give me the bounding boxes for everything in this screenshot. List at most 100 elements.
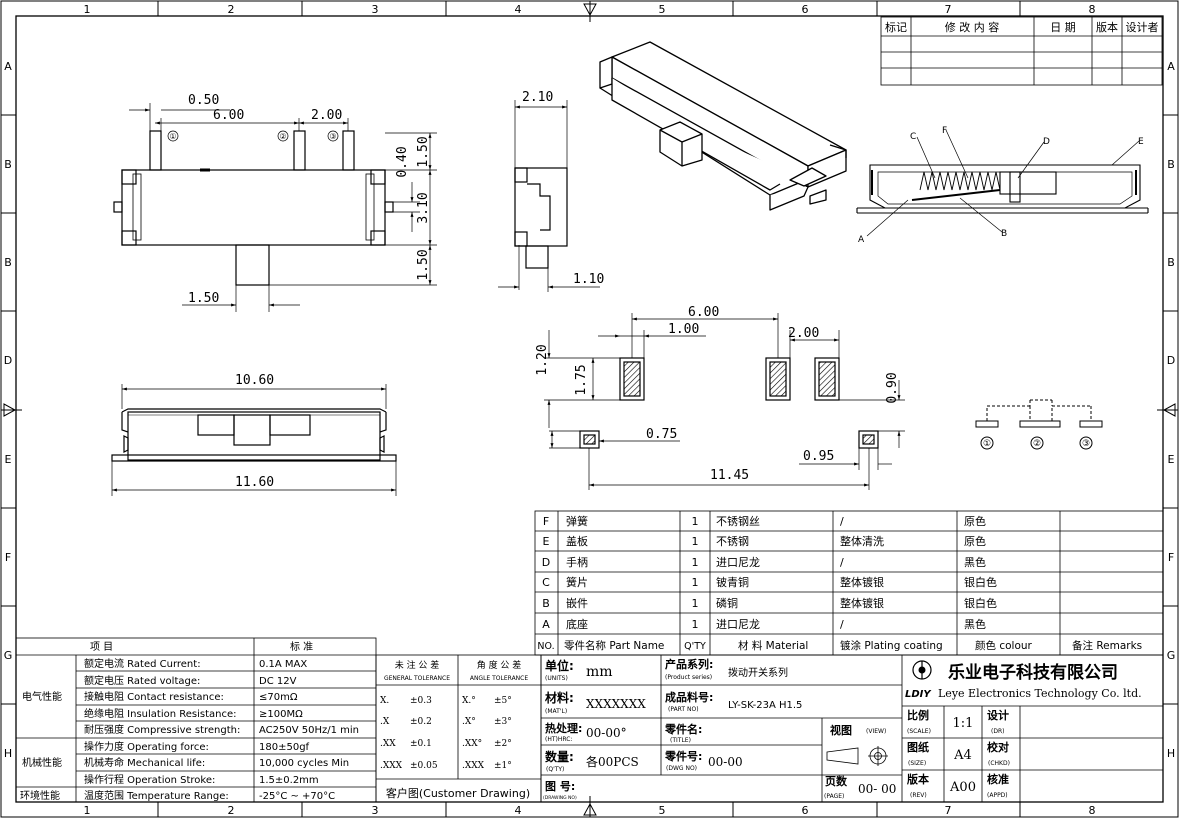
approve-label: 核准 <box>987 772 1009 786</box>
row-label: A <box>4 60 12 73</box>
units-value: mm <box>586 664 613 680</box>
col-label: 6 <box>802 3 809 16</box>
spec-row: 机械寿命 Mechanical life:10,000 cycles Min <box>84 756 349 769</box>
col-label: 4 <box>515 3 522 16</box>
bom-name: 盖板 <box>566 534 588 548</box>
company-logo <box>912 660 932 680</box>
bom-color: 银白色 <box>964 596 997 610</box>
pin-label: ① <box>983 439 991 449</box>
bom-header-part: 零件名称 Part Name <box>564 639 664 652</box>
bom-plating: / <box>840 556 844 569</box>
spec-label: 操作行程 Operation Stroke: <box>84 773 215 786</box>
bom-color: 原色 <box>964 514 986 528</box>
col-label: 7 <box>945 3 952 16</box>
dim-label: 1.20 <box>535 344 550 375</box>
footprint-dimensions <box>544 313 905 490</box>
tol-val: ±1° <box>494 761 512 771</box>
col-label: 2 <box>228 804 235 817</box>
bom-qty: 1 <box>692 535 699 548</box>
front-view-labels: 10.60 11.60 <box>235 373 274 490</box>
approve-label-en: (APPD) <box>987 792 1008 799</box>
col-label: 3 <box>372 804 379 817</box>
dim-label: 1.50 <box>416 136 431 167</box>
design-label: 设计 <box>987 708 1009 722</box>
dwg-label-en: (DWG NO) <box>666 765 697 772</box>
bom-plating: 整体清洗 <box>840 534 884 548</box>
material-label: 材料: <box>544 690 574 705</box>
dim-label: 0.50 <box>188 93 219 108</box>
bom-row: C 簧片 1 铍青铜 整体镀银 银白色 <box>542 575 997 589</box>
spec-value: AC250V 50Hz/1 min <box>259 725 359 736</box>
bom-color: 黑色 <box>964 555 986 569</box>
pin-numbers: ① ② ③ <box>169 132 336 141</box>
dim-label: 0.75 <box>646 427 677 442</box>
callout-label: B <box>1001 229 1007 239</box>
part-no-label: 成品料号: <box>665 690 713 704</box>
rev-value: A00 <box>949 780 976 795</box>
callout-label: E <box>1138 137 1144 147</box>
dim-label: 1.10 <box>573 272 604 287</box>
heat-label: 热处理: <box>545 721 582 735</box>
bom-qty: 1 <box>692 515 699 528</box>
isometric-view <box>599 41 847 211</box>
spec-value: ≤70mΩ <box>259 692 298 703</box>
dim-label: 11.60 <box>235 475 274 490</box>
tol-val: ±0.05 <box>410 761 438 771</box>
callout-label: F <box>942 126 947 136</box>
projection-symbol <box>826 746 888 766</box>
spec-value: 10,000 cycles Min <box>259 758 349 769</box>
spec-label: 绝缘电阻 Insulation Resistance: <box>84 707 237 720</box>
bom-plating: 整体镀银 <box>840 575 884 589</box>
part-no-value: LY-SK-23A H1.5 <box>728 700 802 711</box>
row-label: B <box>4 158 12 171</box>
title-block: 单位: (UNITS) mm 产品系列: (Product series) 拨动… <box>543 657 1142 801</box>
tol-val: ±0.2 <box>410 717 432 727</box>
check-label-en: (CHKD) <box>988 760 1010 767</box>
pin-label: ② <box>279 132 286 141</box>
bom-header-material: 材 料 Material <box>738 639 808 652</box>
spec-row: 额定电流 Rated Current:0.1A MAX <box>84 657 307 670</box>
spec-label: 额定电压 Rated voltage: <box>84 674 200 687</box>
spec-label: 接触电阻 Contact resistance: <box>84 690 224 703</box>
company-name-cn: 乐业电子科技有限公司 <box>948 662 1118 683</box>
col-label: 6 <box>802 804 809 817</box>
company-name-en: Leye Electronics Technology Co. ltd. <box>938 687 1142 700</box>
spec-label: 耐压强度 Compressive strength: <box>84 723 240 736</box>
material-value: XXXXXXX <box>586 697 646 711</box>
dim-label: 6.00 <box>213 108 244 123</box>
tol-key: .X° <box>462 717 476 727</box>
scale-label-en: (SCALE) <box>907 728 931 735</box>
bom-name: 手柄 <box>566 555 588 569</box>
bom-qty: 1 <box>692 576 699 589</box>
footprint-labels: 6.00 1.00 2.00 1.20 1.75 0.90 0.75 0.95 … <box>535 305 900 483</box>
title-label: 零件名: <box>664 722 702 736</box>
row-label: H <box>4 747 12 760</box>
schematic-labels: ① ② ③ <box>983 439 1090 449</box>
row-label: H <box>1167 747 1175 760</box>
spec-row: 耐压强度 Compressive strength: AC250V 50Hz/1 … <box>84 723 359 736</box>
bom-header-plating: 镀涂 Plating coating <box>840 639 943 652</box>
spec-label: 操作力度 Operating force: <box>84 740 209 753</box>
specs-table: 项 目 标 准 电气性能 机械性能 环境性能 额定电流 Rated Curren… <box>20 641 359 802</box>
dim-label: 11.45 <box>710 468 749 483</box>
tol-angle-en: ANGLE TOLERANCE <box>470 675 529 682</box>
dim-label: 0.40 <box>395 146 410 177</box>
bom-name: 簧片 <box>566 575 588 589</box>
bom-row: A 底座 1 进口尼龙 / 黑色 <box>542 617 986 631</box>
bom-row: E 盖板 1 不锈钢 整体清洗 原色 <box>543 534 986 548</box>
bom-material: 进口尼龙 <box>716 618 760 631</box>
rev-label-en: (REV) <box>910 792 927 799</box>
spec-value: 1.5±0.2mm <box>259 775 319 786</box>
design-label-en: (DR) <box>991 728 1004 735</box>
dwg-value: 00-00 <box>708 755 743 769</box>
specs-group: 环境性能 <box>20 789 60 802</box>
customer-drawing: 客户图(Customer Drawing) <box>386 786 530 800</box>
col-label: 7 <box>945 804 952 817</box>
bom-color: 银白色 <box>964 575 997 589</box>
tol-key: .XXX <box>462 761 485 771</box>
tol-val: ±5° <box>494 696 512 706</box>
spec-row: 额定电压 Rated voltage:DC 12V <box>84 674 297 687</box>
dim-label: 10.60 <box>235 373 274 388</box>
spec-row: 温度范围 Temperature Range:-25°C ~ +70°C <box>84 789 335 802</box>
